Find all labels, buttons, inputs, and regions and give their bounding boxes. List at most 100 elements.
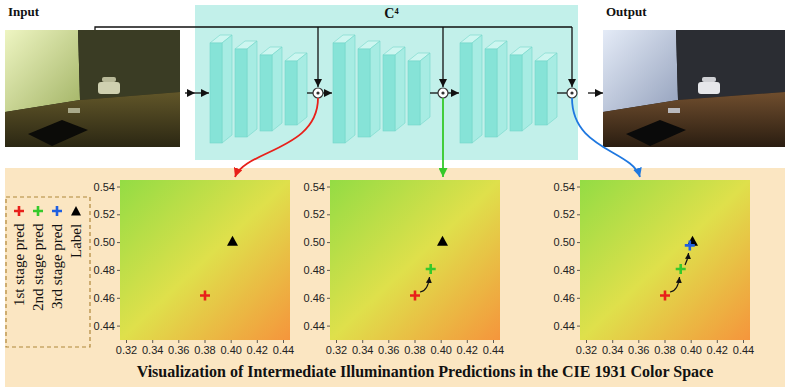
tick-text: 0.48 xyxy=(554,264,575,276)
legend-text: 1st stage pred xyxy=(11,224,27,306)
multiply-circle xyxy=(313,88,323,98)
multiply-dot xyxy=(441,91,444,94)
tick-text: 0.42 xyxy=(707,344,728,356)
conv-block xyxy=(210,35,307,143)
axis-tick-label: 0.34 xyxy=(352,344,373,357)
multiply-node xyxy=(313,88,577,98)
mat xyxy=(626,120,686,146)
skip-line xyxy=(95,27,572,30)
axis-tick-label: 0.42 xyxy=(707,344,728,357)
axis-tick-label: 0.50 xyxy=(554,236,575,249)
plot3-points xyxy=(660,236,698,301)
tick-text: 0.54 xyxy=(94,181,115,193)
phone-handset xyxy=(102,77,116,82)
axis-tick-label: 0.48 xyxy=(304,264,325,277)
axis-tick-label: 0.44 xyxy=(273,344,294,357)
figure-caption: Visualization of Intermediate Illuminant… xyxy=(70,362,780,381)
photo-ground xyxy=(603,30,785,147)
legend-entry: 1st stage pred xyxy=(11,224,28,306)
axis-tick-label: 0.40 xyxy=(220,344,241,357)
pred-marker xyxy=(676,264,686,274)
label-marker xyxy=(437,236,448,246)
axis-tick-label: 0.32 xyxy=(116,344,137,357)
tick-text: 0.46 xyxy=(554,292,575,304)
tick-text: 0.44 xyxy=(483,344,504,356)
flow-line xyxy=(307,92,313,93)
desk-object xyxy=(68,108,80,113)
stage-pointer xyxy=(442,98,444,177)
tick-text: 0.34 xyxy=(142,344,163,356)
tick-text: 0.48 xyxy=(94,264,115,276)
flow-line xyxy=(430,92,438,93)
axis-tick-label: 0.42 xyxy=(457,344,478,357)
legend-swatch xyxy=(32,205,44,217)
tick-text: 0.32 xyxy=(326,344,347,356)
axis-tick-label: 0.44 xyxy=(304,320,325,333)
phone xyxy=(698,82,720,94)
pred-marker xyxy=(200,291,210,301)
multiply-dot xyxy=(316,91,319,94)
axis-tick-label: 0.46 xyxy=(94,292,115,305)
axis-tick-label: 0.44 xyxy=(483,344,504,357)
conv-block xyxy=(333,35,430,143)
axis-tick-label: 0.38 xyxy=(404,344,425,357)
tick-text: 0.36 xyxy=(378,344,399,356)
axis-tick-label: 0.40 xyxy=(430,344,451,357)
legend-text: Label xyxy=(68,224,84,258)
module-panel-fill xyxy=(195,5,578,160)
tick-text: 0.40 xyxy=(680,344,701,356)
input-photo xyxy=(5,30,180,147)
connector xyxy=(185,92,195,93)
tick-text: 0.40 xyxy=(220,344,241,356)
axis-tick-label: 0.40 xyxy=(680,344,701,357)
axis-tick-label: 0.36 xyxy=(378,344,399,357)
tick-text: 0.40 xyxy=(430,344,451,356)
multiply-dot xyxy=(570,91,573,94)
axis-tick-label: 0.46 xyxy=(304,292,325,305)
tick-text: 0.50 xyxy=(304,236,325,248)
axis-tick-label: 0.52 xyxy=(94,208,115,221)
tick-text: 0.36 xyxy=(168,344,189,356)
tick-text: 0.50 xyxy=(94,236,115,248)
visualization-panel xyxy=(5,168,785,387)
multiply-circle xyxy=(567,88,577,98)
phone-handset xyxy=(702,77,716,82)
connector xyxy=(588,92,603,93)
axis-tick-label: 0.44 xyxy=(733,344,754,357)
legend-entry: Label xyxy=(68,224,85,258)
plot1-points xyxy=(200,236,238,301)
axis-tick-label: 0.52 xyxy=(304,208,325,221)
tick-text: 0.44 xyxy=(94,320,115,332)
legend-plus xyxy=(52,206,62,216)
axis-tick-label: 0.38 xyxy=(194,344,215,357)
tick-text: 0.54 xyxy=(554,181,575,193)
chromaticity-plot xyxy=(577,180,750,343)
stage-pointer xyxy=(235,98,318,177)
axis-tick-label: 0.52 xyxy=(554,208,575,221)
axis-tick-label: 0.48 xyxy=(554,264,575,277)
node-title: Input xyxy=(8,5,182,20)
axis-tick-label: 0.36 xyxy=(168,344,189,357)
output-image-node: Output xyxy=(603,3,789,148)
step-arrow xyxy=(670,277,680,292)
desk xyxy=(5,92,180,147)
dark-wall xyxy=(78,30,180,100)
tick-text: 0.38 xyxy=(404,344,425,356)
tick-text: 0.38 xyxy=(654,344,675,356)
axis-tick-label: 0.46 xyxy=(554,292,575,305)
tick-text: 0.48 xyxy=(304,264,325,276)
multiply-dots xyxy=(316,91,573,94)
legend-box xyxy=(6,197,90,347)
skip-arrow xyxy=(442,27,443,87)
caption-text: Visualization of Intermediate Illuminant… xyxy=(137,363,714,380)
tick-text: 0.50 xyxy=(554,236,575,248)
conv-block xyxy=(460,35,557,143)
desk xyxy=(603,92,785,147)
plot2-points xyxy=(410,236,448,301)
pred-marker xyxy=(660,291,670,301)
step-arrow xyxy=(420,277,430,292)
pred-marker xyxy=(410,291,420,301)
pred-marker xyxy=(685,240,695,250)
axis-tick-label: 0.38 xyxy=(654,344,675,357)
